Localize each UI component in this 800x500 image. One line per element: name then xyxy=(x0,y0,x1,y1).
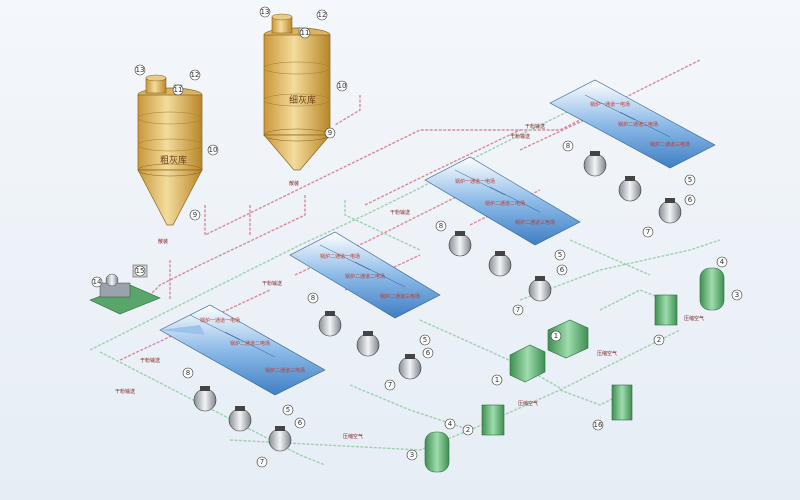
air-label-3: 压缩空气 xyxy=(597,350,617,357)
air-label-2: 压缩空气 xyxy=(518,400,538,407)
vessel xyxy=(618,176,642,202)
callout-11a: 11 xyxy=(174,86,183,94)
conveyor-label-6: 干粉输送 xyxy=(525,123,545,130)
vessel xyxy=(193,386,217,412)
vessel xyxy=(658,198,682,224)
callout-7a: 7 xyxy=(260,458,264,466)
hopper-2a-label: 锅炉二通道一电场 xyxy=(320,253,360,260)
conveyor-label-2: 干粉输送 xyxy=(115,388,135,395)
hopper-4a-label: 锅炉一通道一电场 xyxy=(590,101,630,108)
callout-14: 14 xyxy=(93,278,102,286)
callout-6b: 6 xyxy=(426,349,431,357)
fine-bulk-label: 散装 xyxy=(289,180,299,187)
callout-5c: 5 xyxy=(558,251,562,259)
hopper-4b-label: 锅炉二通道二电场 xyxy=(618,121,658,128)
callout-5a: 5 xyxy=(286,406,290,414)
dryer-cabinet-left: 2 xyxy=(462,404,505,436)
hopper-1c-label: 锅炉二通道三电场 xyxy=(265,367,305,374)
dryer-cabinet-right: 2 xyxy=(653,294,678,346)
callout-8d: 8 xyxy=(566,142,570,150)
air-tank-left: 4 3 xyxy=(406,418,456,473)
callout-13a: 13 xyxy=(136,66,145,74)
callout-12b: 12 xyxy=(318,11,327,19)
hopper-3b-label: 锅炉二通道二电场 xyxy=(485,200,525,207)
vessel-callouts: 8 5 6 7 8 5 6 7 8 5 6 7 8 5 6 7 xyxy=(182,140,696,468)
callout-1b: 1 xyxy=(554,332,558,340)
coarse-bulk-label: 散装 xyxy=(158,238,168,245)
callout-3a: 3 xyxy=(410,451,414,459)
conveyor-label-3: 干粉输送 xyxy=(262,280,282,287)
fine-ash-silo: 细灰库 xyxy=(263,13,331,171)
vessel xyxy=(268,426,292,452)
callout-10b: 10 xyxy=(338,82,347,90)
hopper-array-3: 锅炉一通道一电场 锅炉二通道二电场 锅炉二通道三电场 xyxy=(424,156,581,246)
pipe-labels: 干粉输送 干粉输送 干粉输送 干粉输送 干粉输送 干粉输送 压缩空气 压缩空气 … xyxy=(115,123,704,440)
hopper-array-1: 锅炉一通道一电场 锅炉二通道二电场 锅炉二通道三电场 xyxy=(159,304,326,396)
callout-7d: 7 xyxy=(646,228,650,236)
air-label-1: 压缩空气 xyxy=(343,433,363,440)
callout-2b: 2 xyxy=(657,336,661,344)
callout-12a: 12 xyxy=(191,71,200,79)
compressor-box-1: 1 xyxy=(491,344,546,386)
coarse-silo-label: 粗灰库 xyxy=(160,154,187,166)
callout-4b: 4 xyxy=(720,258,725,266)
air-tank-right: 4 3 xyxy=(699,256,743,311)
callout-8b: 8 xyxy=(311,294,315,302)
vessel xyxy=(583,151,607,177)
vessel xyxy=(448,231,472,257)
hopper-4c-label: 锅炉二通道三电场 xyxy=(650,141,690,148)
vessel xyxy=(488,251,512,277)
callout-8c: 8 xyxy=(439,222,443,230)
callout-5d: 5 xyxy=(688,176,692,184)
callout-10a: 10 xyxy=(209,146,218,154)
callout-11b: 11 xyxy=(301,29,310,37)
callout-5b: 5 xyxy=(423,336,427,344)
callout-7b: 7 xyxy=(388,381,392,389)
conveyor-label-5: 干粉输送 xyxy=(510,133,530,140)
conveyor-label-4: 干粉输送 xyxy=(390,209,410,216)
vessel xyxy=(398,354,422,380)
callout-16: 16 xyxy=(594,421,603,429)
air-compressor-unit: 14 15 xyxy=(89,264,161,315)
compressor-box-2: 1 xyxy=(547,319,589,359)
callout-4a: 4 xyxy=(448,420,453,428)
callout-9a: 9 xyxy=(193,211,197,219)
hopper-2c-label: 锅炉二通道三电场 xyxy=(380,293,420,300)
control-panel: 16 xyxy=(592,384,633,431)
vessel xyxy=(356,331,380,357)
callout-6c: 6 xyxy=(560,266,565,274)
callout-3b: 3 xyxy=(735,291,739,299)
hopper-3a-label: 锅炉一通道一电场 xyxy=(455,178,495,185)
coarse-ash-silo: 粗灰库 xyxy=(137,74,203,226)
callout-9b: 9 xyxy=(328,129,332,137)
hopper-1b-label: 锅炉二通道二电场 xyxy=(230,340,270,347)
hopper-1a-label: 锅炉一通道一电场 xyxy=(200,317,240,324)
hopper-array-4: 锅炉一通道一电场 锅炉二通道二电场 锅炉二通道三电场 xyxy=(549,79,716,169)
silo-callouts: 13 12 11 10 9 13 12 11 10 9 xyxy=(134,6,348,221)
callout-2a: 2 xyxy=(466,426,470,434)
callout-6a: 6 xyxy=(298,419,303,427)
callout-13b: 13 xyxy=(261,8,270,16)
air-label-4: 压缩空气 xyxy=(684,315,704,322)
hopper-array-2: 锅炉二通道一电场 锅炉二通道二电场 锅炉二通道三电场 xyxy=(289,231,441,319)
callout-6d: 6 xyxy=(688,196,693,204)
conveyor-label-1: 干粉输送 xyxy=(140,357,160,364)
hopper-2b-label: 锅炉二通道二电场 xyxy=(345,273,385,280)
vessel xyxy=(228,406,252,432)
callout-8a: 8 xyxy=(186,369,190,377)
callout-15: 15 xyxy=(136,267,145,275)
vessel xyxy=(318,311,342,337)
fine-silo-label: 细灰库 xyxy=(289,94,316,106)
pump-vessels xyxy=(193,151,682,452)
callout-1a: 1 xyxy=(495,376,499,384)
callout-7c: 7 xyxy=(516,306,520,314)
vessel xyxy=(528,276,552,302)
hopper-3c-label: 锅炉二通道三电场 xyxy=(515,219,555,226)
